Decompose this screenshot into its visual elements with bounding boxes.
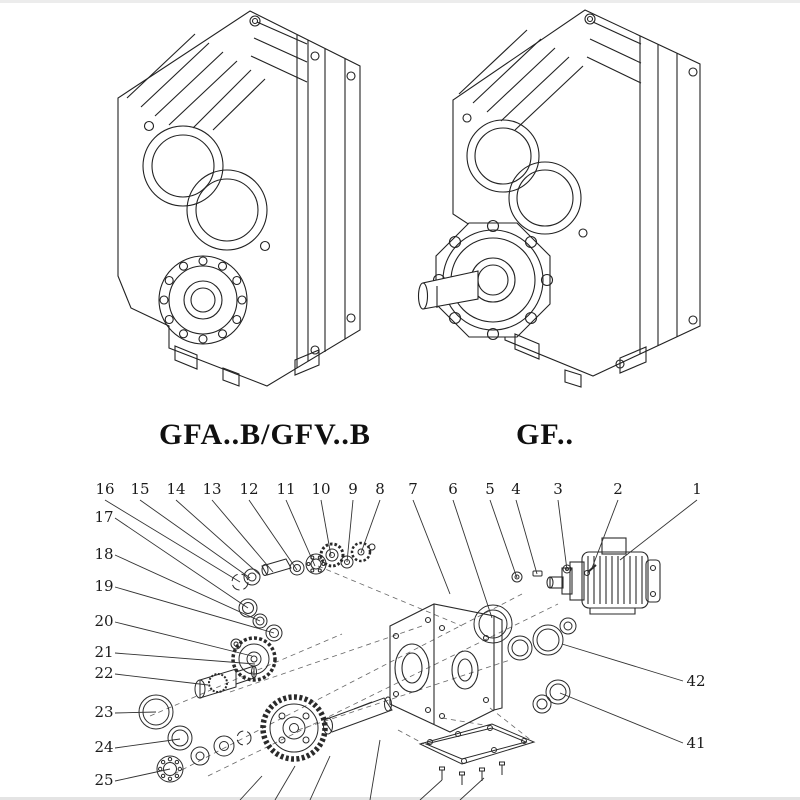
callout-12: 12 xyxy=(239,480,258,498)
callout-11: 11 xyxy=(276,480,295,498)
callout-24: 24 xyxy=(94,738,113,756)
plate-bolts xyxy=(439,761,505,785)
output-shaft-parts xyxy=(138,694,393,783)
exploded-view-diagram: 16 15 14 13 12 11 10 9 8 7 6 5 4 3 2 1 1… xyxy=(94,480,706,800)
callout-17: 17 xyxy=(94,508,113,526)
output-gear-part xyxy=(260,694,328,762)
callout-16: 16 xyxy=(95,480,114,498)
callout-7: 7 xyxy=(408,480,418,498)
gearbox-drawing-gf xyxy=(417,9,701,388)
callout-13: 13 xyxy=(202,480,221,498)
callout-14: 14 xyxy=(166,480,185,498)
gf-input-bores xyxy=(462,113,588,238)
callout-2: 2 xyxy=(613,480,623,498)
callout-18: 18 xyxy=(94,545,113,563)
pinion-shaft-part xyxy=(194,665,257,699)
page-edge-bottom xyxy=(0,797,800,800)
callout-9: 9 xyxy=(348,480,358,498)
callout-8: 8 xyxy=(375,480,385,498)
callout-19: 19 xyxy=(94,577,113,595)
gf-cooling-fins xyxy=(458,21,642,131)
model-label-gf: GF.. xyxy=(516,418,574,451)
gearbox-drawing-gfab xyxy=(117,10,361,387)
gf-output-flange xyxy=(417,219,554,341)
model-label-gfab: GFA..B/GFV..B xyxy=(159,418,371,451)
callout-20: 20 xyxy=(94,612,113,630)
assembly-axis-lines xyxy=(149,565,559,777)
callout-6: 6 xyxy=(448,480,458,498)
callout-23: 23 xyxy=(94,703,113,721)
motor-terminal-box xyxy=(601,537,627,555)
callout-3: 3 xyxy=(553,480,563,498)
callout-21: 21 xyxy=(94,643,113,661)
callout-22: 22 xyxy=(94,664,113,682)
callout-1: 1 xyxy=(692,480,702,498)
callout-10: 10 xyxy=(311,480,330,498)
gfab-input-bores xyxy=(142,120,271,252)
callout-4: 4 xyxy=(511,480,521,498)
callout-42: 42 xyxy=(686,672,705,690)
gf-line-art xyxy=(417,9,701,388)
callout-15: 15 xyxy=(130,480,149,498)
callout-25: 25 xyxy=(94,771,113,789)
input-shaft-parts xyxy=(231,541,376,591)
flange-rings-parts xyxy=(473,564,597,714)
callout-41: 41 xyxy=(686,734,705,752)
cover-plate-part xyxy=(418,723,536,785)
callout-5: 5 xyxy=(485,480,495,498)
housing-part xyxy=(389,603,503,733)
gfab-output-hub xyxy=(158,255,248,345)
gfab-cooling-fins xyxy=(126,21,308,131)
gfab-line-art xyxy=(117,10,361,387)
callout-numbers: 16 15 14 13 12 11 10 9 8 7 6 5 4 3 2 1 1… xyxy=(94,480,705,789)
leader-lines xyxy=(104,499,698,800)
page-edge-top xyxy=(0,0,800,3)
